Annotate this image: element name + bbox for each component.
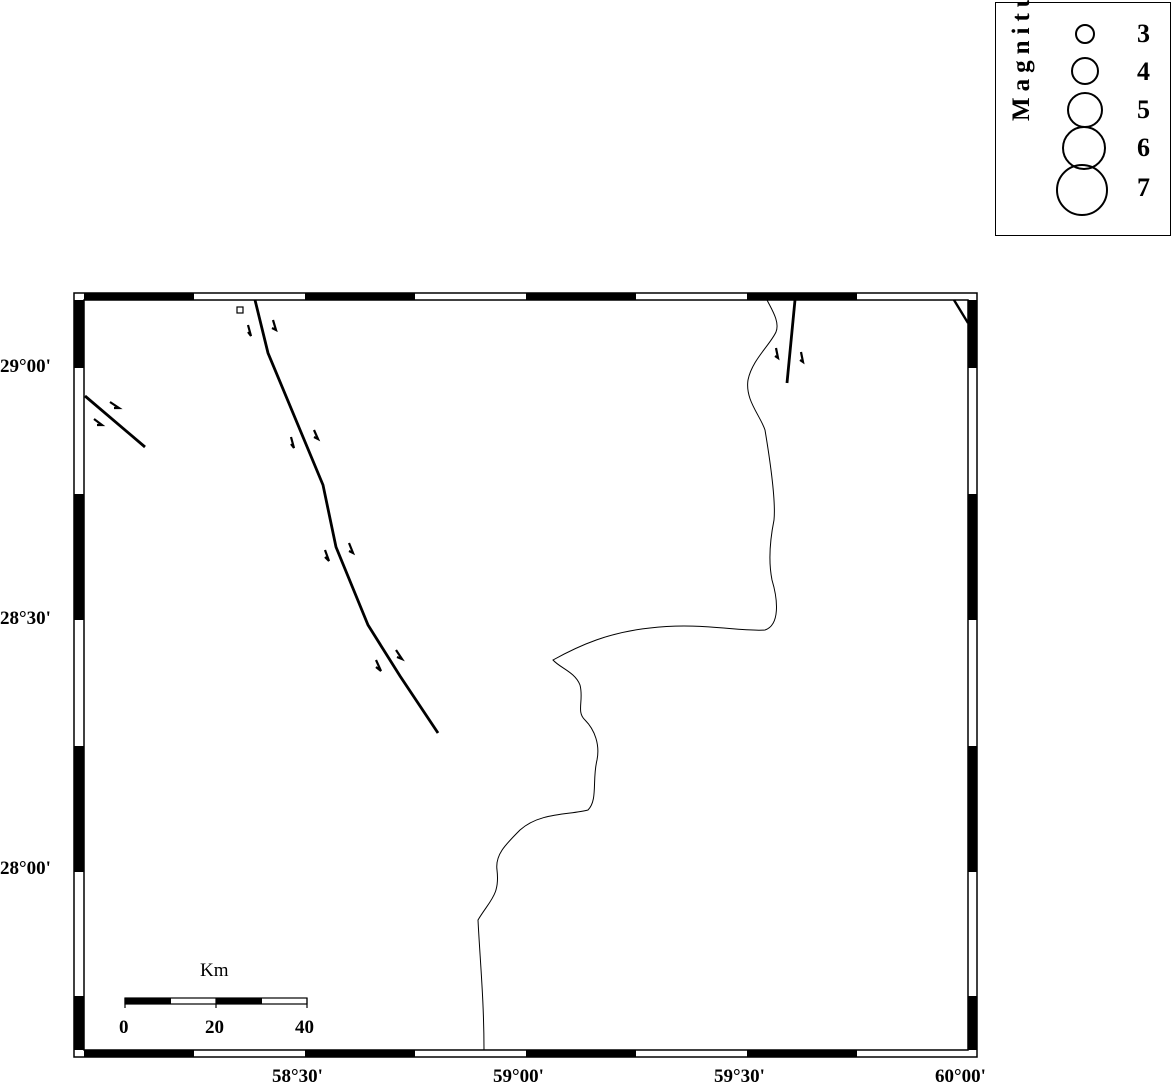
legend-label-4: 4 [1137, 57, 1150, 86]
boundary-line [477, 299, 778, 1051]
legend-label-6: 6 [1137, 133, 1150, 162]
scale-bar-label: 40 [295, 1017, 314, 1038]
frame-checker-bottom [84, 1050, 857, 1057]
map-frame-inner [83, 299, 969, 1051]
frame-checker-top [84, 293, 857, 300]
scale-bar [124, 997, 308, 1008]
fault-west [84, 394, 146, 449]
legend-title: Magnitude [1008, 0, 1035, 121]
scale-bar-label: 20 [205, 1017, 224, 1038]
fault-northeast [785, 299, 797, 384]
fault-motion-arrows [93, 319, 805, 672]
scale-bar-title: Km [200, 960, 229, 981]
x-tick-label: 60°00' [935, 1066, 986, 1087]
magnitude-legend: Magnitude 3 4 5 6 7 [995, 0, 1171, 236]
station-marker [236, 306, 244, 314]
frame-checker-right [968, 300, 977, 1050]
y-tick-label: 29°00' [0, 356, 51, 377]
y-tick-label: 28°30' [0, 608, 51, 629]
map-frame-outer [73, 292, 978, 1058]
frame-checker-left [74, 300, 84, 1050]
x-tick-label: 59°30' [714, 1066, 765, 1087]
x-tick-label: 58°30' [272, 1066, 323, 1087]
fault-main [253, 299, 440, 734]
x-tick-label: 59°00' [493, 1066, 544, 1087]
legend-label-3: 3 [1137, 19, 1150, 48]
legend-label-5: 5 [1137, 95, 1150, 124]
y-tick-label: 28°00' [0, 858, 51, 879]
legend-circle-4 [1071, 57, 1099, 85]
legend-label-7: 7 [1137, 173, 1150, 202]
legend-circle-3 [1075, 24, 1095, 44]
fault-east-corner [952, 299, 970, 324]
scale-bar-label: 0 [119, 1017, 129, 1038]
legend-circle-7 [1056, 164, 1108, 216]
legend-circle-5 [1067, 92, 1103, 128]
